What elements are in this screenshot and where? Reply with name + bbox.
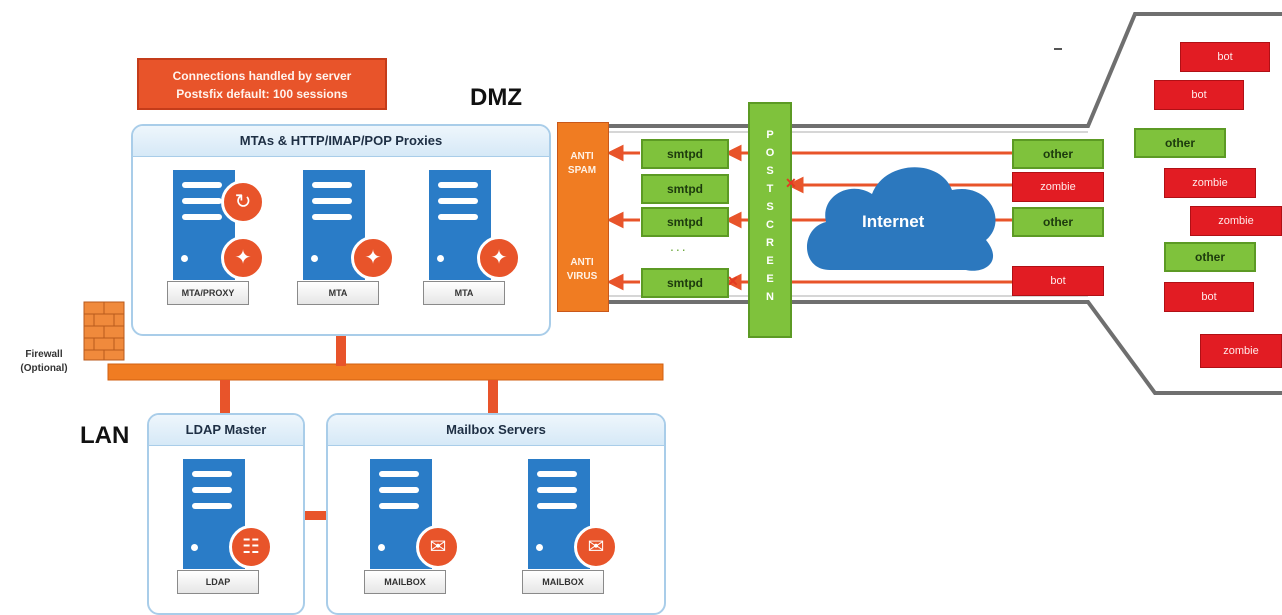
flow-arrowhead-4a (724, 273, 742, 291)
firewall-label: Firewall (Optional) (4, 348, 84, 376)
sessions-note: Connections handled by server Postsfix d… (137, 58, 387, 110)
bus-drop-ldap (220, 380, 230, 413)
server-label-mailbox-2: MAILBOX (522, 570, 604, 594)
sync-icon: ↻ (221, 180, 265, 224)
incoming-source: other (1012, 207, 1104, 237)
block-x-icon: ✕ (785, 175, 797, 191)
sessions-note-line1: Connections handled by server (172, 69, 352, 83)
zone-label-lan: LAN (80, 422, 130, 449)
envelope-icon: ✉ (416, 525, 460, 569)
postscreen-column: POSTSCREEN (748, 102, 792, 338)
incoming-source: zombie (1012, 172, 1104, 202)
envelope-icon: ✉ (574, 525, 618, 569)
cluster-host: bot (1154, 80, 1244, 110)
router-icon: ✦ (477, 236, 521, 280)
flow-arrowhead-1a (724, 144, 742, 162)
cloud-icon (806, 167, 996, 271)
smtpd-box: smtpd (641, 174, 729, 204)
mailbox-panel: Mailbox Servers ✉ MAILBOX ✉ MAILBOX (326, 413, 666, 615)
server-label-mta-1: MTA (297, 281, 379, 305)
block-x-icon: ✕ (727, 273, 739, 289)
flow-arrowhead-4b (606, 273, 624, 291)
smtpd-ellipsis: ... (670, 238, 688, 254)
funnel-outline-top (560, 12, 1282, 128)
flow-arrowhead-2 (786, 176, 804, 194)
cluster-host: zombie (1200, 334, 1282, 368)
ldap-mailbox-link (304, 511, 328, 520)
router-icon: ✦ (221, 236, 265, 280)
incoming-source: other (1012, 139, 1104, 169)
bus-drop-mailbox (488, 380, 498, 413)
firewall-label-line2: (Optional) (20, 363, 68, 374)
lan-bus (107, 363, 664, 381)
antivirus-label: ANTI VIRUS (566, 257, 598, 282)
incoming-source: bot (1012, 266, 1104, 296)
cluster-host: bot (1164, 282, 1254, 312)
filter-column (557, 122, 609, 312)
server-ldap (183, 459, 245, 569)
firewall-label-line1: Firewall (25, 349, 63, 360)
funnel-outline-bottom (560, 300, 1282, 395)
smtpd-box: smtpd (641, 139, 729, 169)
server-label-mta-proxy: MTA/PROXY (167, 281, 249, 305)
cluster-host: bot (1180, 42, 1270, 72)
cluster-host: zombie (1164, 168, 1256, 198)
cluster-host: other (1164, 242, 1256, 272)
smtpd-box: smtpd (641, 268, 729, 298)
hierarchy-icon: ☷ (229, 525, 273, 569)
ldap-panel-title: LDAP Master (149, 415, 303, 446)
postscreen-label: POSTSCREEN (765, 129, 775, 303)
zone-label-dmz: DMZ (470, 84, 522, 111)
server-label-mta-2: MTA (423, 281, 505, 305)
flow-arrowhead-3b (606, 211, 624, 229)
server-label-ldap: LDAP (177, 570, 259, 594)
proxies-panel: MTAs & HTTP/IMAP/POP Proxies ↻ ✦ MTA/PRO… (131, 124, 551, 336)
brick-wall-icon (83, 301, 125, 361)
dash-mark (1054, 48, 1062, 50)
mailbox-panel-title: Mailbox Servers (328, 415, 664, 446)
bus-drop-dmz (336, 334, 346, 366)
cluster-host: other (1134, 128, 1226, 158)
cluster-host: zombie (1190, 206, 1282, 236)
smtpd-box: smtpd (641, 207, 729, 237)
proxies-panel-title: MTAs & HTTP/IMAP/POP Proxies (133, 126, 549, 157)
flow-arrowhead-3a (724, 211, 742, 229)
internet-label: Internet (862, 212, 925, 231)
flow-arrowhead-1b (606, 144, 624, 162)
server-label-mailbox-1: MAILBOX (364, 570, 446, 594)
antispam-label: ANTI SPAM (567, 151, 597, 176)
sessions-note-line2: Postsfix default: 100 sessions (176, 87, 348, 101)
router-icon: ✦ (351, 236, 395, 280)
ldap-panel: LDAP Master ☷ LDAP (147, 413, 305, 615)
